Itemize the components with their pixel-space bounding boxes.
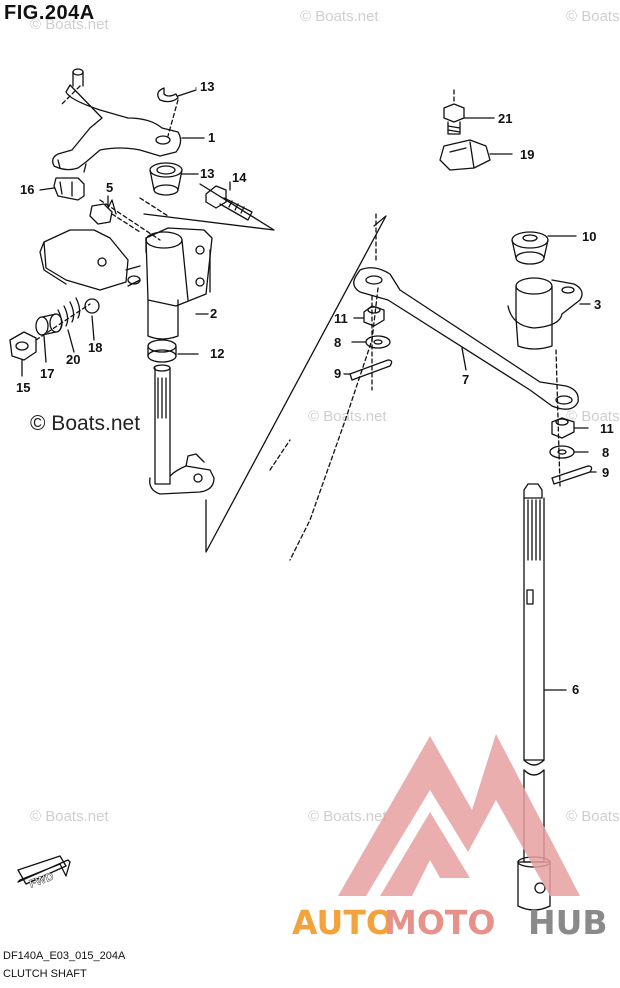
eclip-part-13 [157,87,179,103]
label-part-7: 7 [462,372,469,387]
label-part-21: 21 [498,111,512,126]
figure-name: CLUTCH SHAFT [3,968,87,980]
arm-part-3 [507,277,583,350]
logo-text-hub: HUB [528,903,608,942]
label-part-16: 16 [20,182,34,197]
fwd-arrow-icon [17,855,71,885]
label-part-12: 12 [210,346,224,361]
bolt-part-14 [205,185,253,221]
clip-part-16 [53,177,85,201]
clamp-part-19 [439,139,491,171]
label-part-10: 10 [582,229,596,244]
label-part-11a: 11 [334,311,348,326]
washer-part-8b [549,445,575,459]
label-part-18: 18 [88,340,102,355]
label-part-6: 6 [572,682,579,697]
label-part-14: 14 [232,170,247,185]
bracket-body [39,229,141,291]
logo-text-moto: MOTO [384,903,495,942]
bushing-part-13 [149,162,183,196]
watermark: © Boats.net [300,8,379,25]
label-part-8b: 8 [602,445,609,460]
label-part-15: 15 [16,380,30,395]
bolt-part-21 [443,103,465,135]
pin-part-9a [349,359,393,381]
ball-part-18 [84,298,100,314]
link-part-7 [353,267,579,410]
watermark: © Boats.net [308,808,387,825]
label-part-13b: 13 [200,166,214,181]
label-part-13a: 13 [200,79,214,94]
lever-part-1 [52,68,182,173]
oring-part-12 [147,339,177,363]
watermark: © Boats.net [566,8,620,25]
shaft-lower [149,364,215,495]
label-part-9a: 9 [334,366,341,381]
figure-code: DF140A_E03_015_204A [3,950,126,962]
label-part-1: 1 [208,130,215,145]
fwd-label: FWD [28,871,56,891]
watermark: © Boats.net [30,16,109,33]
nut-part-11b [551,417,575,439]
watermark: © Boats.net [30,808,109,825]
housing-part-2 [145,227,213,340]
label-part-5: 5 [106,180,113,195]
figure-title: FIG.204A [4,2,95,24]
label-part-9b: 9 [602,465,609,480]
pin-part-9b [551,465,593,485]
label-part-19: 19 [520,147,534,162]
automotohub-logo-mark [338,734,580,896]
plug-part-10 [511,231,549,265]
fitting-part-5 [89,199,117,225]
label-part-17: 17 [40,366,54,381]
label-part-8a: 8 [334,335,341,350]
watermark: © Boats.net [308,408,387,425]
watermark: © Boats.net [566,408,620,425]
watermark: © Boats.net [566,808,620,825]
plug-part-15 [9,331,37,361]
label-part-20: 20 [66,352,80,367]
spring-part-20 [57,297,81,331]
label-part-2: 2 [210,306,217,321]
label-part-3: 3 [594,297,601,312]
washer-part-8a [365,335,391,349]
label-part-11b: 11 [600,421,614,436]
logo-text-auto: AUTO [292,903,394,942]
watermark-dark: © Boats.net [30,412,141,435]
